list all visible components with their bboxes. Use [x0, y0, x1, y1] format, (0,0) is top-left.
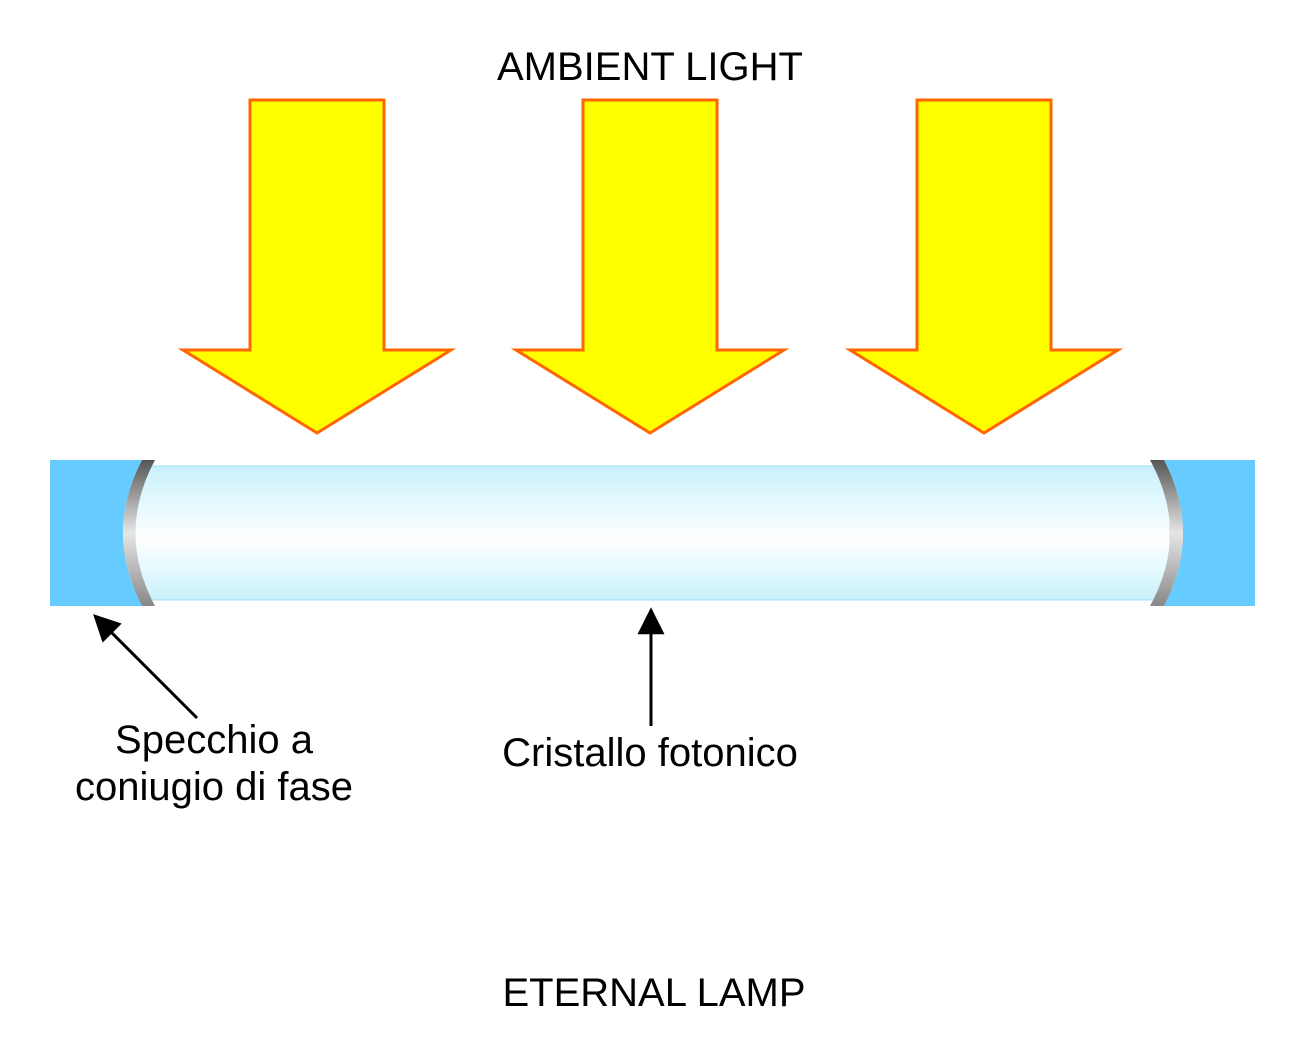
- right-phase-conjugate-mirror: [1150, 460, 1183, 606]
- title-eternal-lamp: ETERNAL LAMP: [502, 971, 805, 1015]
- right-end-block: [1150, 460, 1255, 606]
- title-ambient-light: AMBIENT LIGHT: [497, 45, 803, 89]
- crystal-label: Cristallo fotonico: [502, 731, 798, 775]
- light-arrow-3: [844, 98, 1124, 435]
- photonic-crystal-tube: [134, 465, 1171, 601]
- mirror-label-line1: Specchio a: [115, 718, 314, 762]
- light-arrow-2: [510, 98, 790, 435]
- light-arrows: [177, 98, 1124, 435]
- mirror-pointer-arrow: [93, 614, 199, 720]
- left-end-block: [50, 460, 155, 606]
- left-phase-conjugate-mirror: [123, 460, 155, 606]
- light-arrow-1: [177, 98, 457, 435]
- mirror-label-line2: coniugio di fase: [75, 765, 353, 809]
